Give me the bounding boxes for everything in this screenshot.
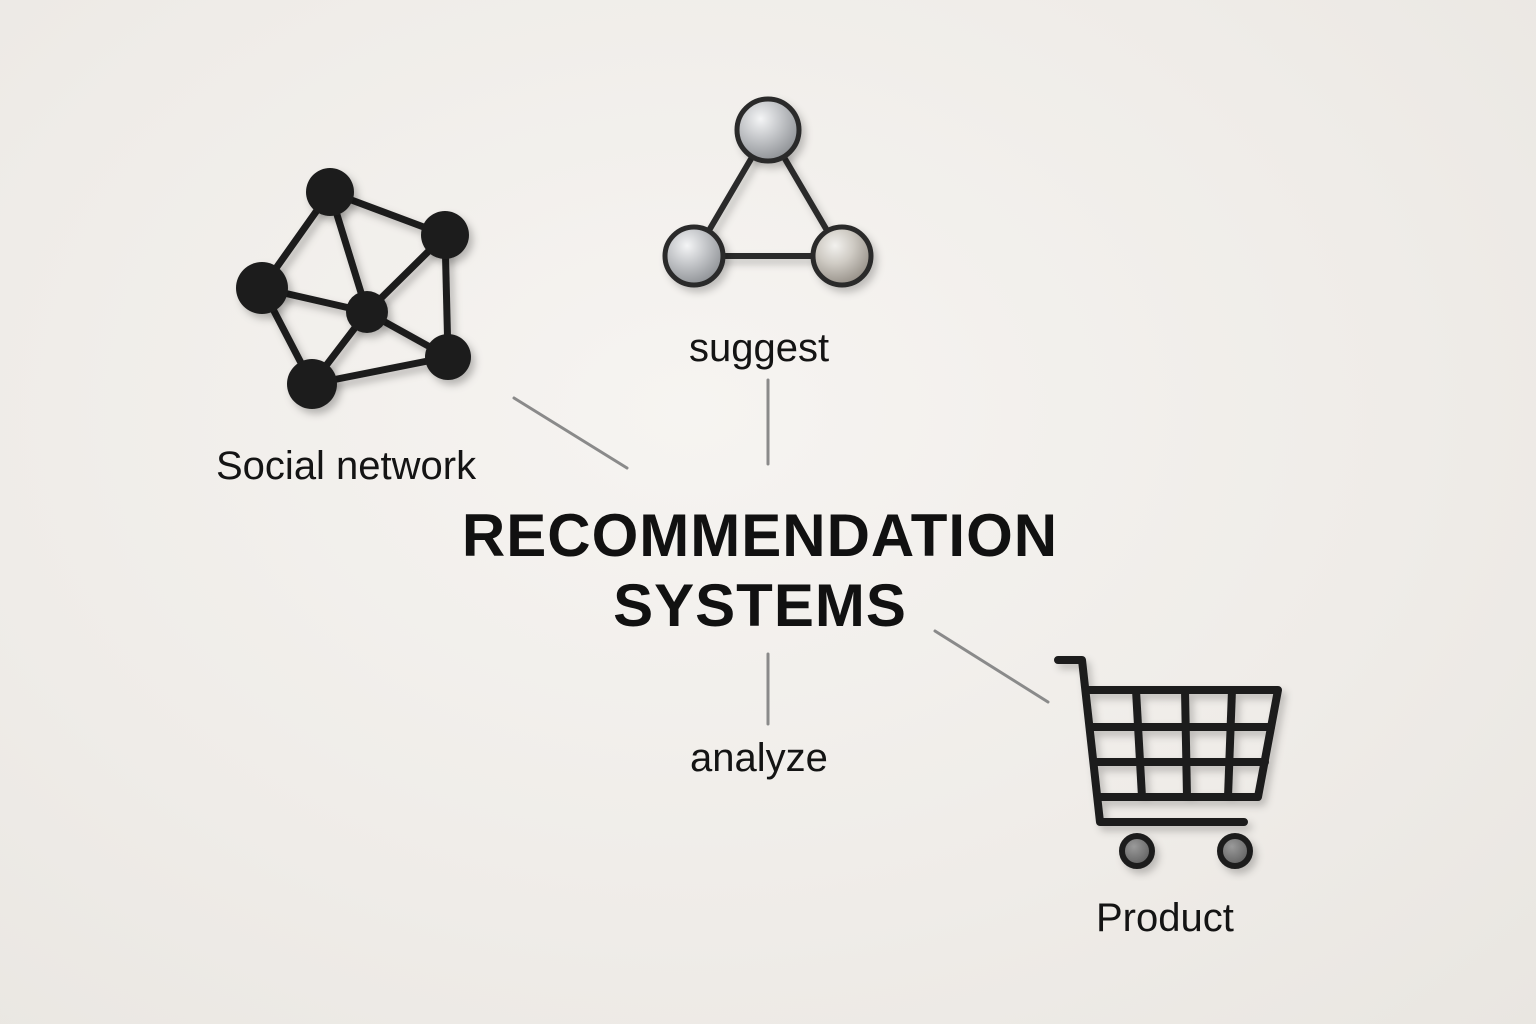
suggest-label: suggest (689, 326, 830, 370)
network-icon (236, 168, 471, 409)
product-label: Product (1096, 896, 1234, 940)
social-network-label: Social network (216, 444, 477, 488)
connector-product (933, 629, 1050, 704)
shopping-cart-icon (1054, 656, 1282, 869)
analyze-label: analyze (690, 736, 828, 780)
title-line-1: RECOMMENDATION (461, 502, 1059, 569)
triangle-graph-icon (662, 96, 874, 288)
title-line-2: SYSTEMS (613, 572, 907, 639)
connector-social (512, 396, 629, 470)
